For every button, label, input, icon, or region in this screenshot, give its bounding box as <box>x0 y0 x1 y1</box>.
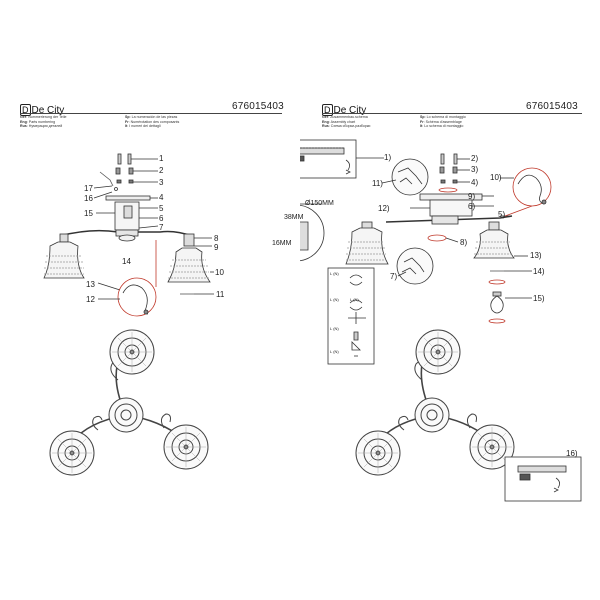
wiring-panel <box>327 267 375 365</box>
part-label: 16 <box>84 194 93 203</box>
step-label: 2) <box>471 154 479 163</box>
screw-icon <box>117 153 132 165</box>
legend-line: Rus: Нумерация деталей <box>20 124 63 129</box>
brand-name: De City <box>333 104 367 116</box>
legend-line: Ger: Nummerierung der Teile <box>20 115 67 119</box>
step-label: 11) <box>372 179 383 188</box>
product-code: 676015403 <box>232 101 284 112</box>
step-label: 9) <box>468 192 476 201</box>
part-label: 13 <box>86 280 95 289</box>
assembly-diagram <box>300 139 582 502</box>
step-label: 4) <box>471 178 479 187</box>
step-label: 8) <box>460 238 468 247</box>
step-label: 5) <box>498 210 506 219</box>
legend-line: Sp: La numeración de las piezas <box>125 115 178 119</box>
part-label: 11 <box>216 290 225 299</box>
logo-mark: D <box>20 104 31 116</box>
legend-line: It: I numeri dei dettagli <box>125 124 161 129</box>
dimension-diameter: Ø150MM <box>305 200 334 207</box>
legend-left: Ger: Nummerierung der Teile Eng: Parts n… <box>20 115 67 129</box>
part-label: 9 <box>214 243 219 252</box>
top-view-drawing <box>355 329 515 476</box>
logo-mark: D <box>322 104 333 116</box>
bulb-icon <box>490 291 504 314</box>
part-label: 10 <box>215 268 224 277</box>
part-label: 3 <box>159 178 164 187</box>
legend-right: Sp: Lo schema di montaggio Fr: Schéma d'… <box>420 115 466 129</box>
assembly-chart-page: D De City 676015403 Ger: Zusammenbau.sch… <box>300 0 600 600</box>
parts-numbering-page: D De City 676015403 Ger: Nummerierung de… <box>20 101 284 476</box>
wire-label: L (N) <box>330 297 339 302</box>
legend-line: Rus: Схема сборки-разборки <box>322 124 371 129</box>
step-label: 16) <box>566 449 578 458</box>
legend-line: Fr: Numérotation des composants <box>125 119 180 124</box>
legend-left: Ger: Zusammenbau.schema Eng: Assembly ch… <box>322 115 370 129</box>
part-label: 12 <box>86 295 95 304</box>
wire-label: L (N) <box>330 349 339 354</box>
part-label: 6 <box>159 214 164 223</box>
step-label: 6) <box>468 202 476 211</box>
wire-label: L (N) <box>330 326 339 331</box>
dowel-icon <box>115 167 134 175</box>
parts-diagram <box>43 153 214 476</box>
part-label: 1 <box>159 154 164 163</box>
legend-line: Eng: Parts numbering <box>20 119 56 124</box>
top-view-drawing <box>49 329 209 476</box>
ceiling-inset-16 <box>504 456 582 502</box>
product-code: 676015403 <box>526 101 578 112</box>
dimension-height: 38MM <box>284 214 304 221</box>
wire-label: L (N) <box>330 271 339 276</box>
step-label: 10) <box>490 173 502 182</box>
dimension-inset <box>300 203 325 262</box>
step-label: 7) <box>390 272 398 281</box>
legend-line: Fr: Schéma d'assemblage <box>420 119 462 124</box>
step-label: 14) <box>533 267 545 276</box>
part-label: 14 <box>122 257 131 266</box>
brand-logo: D De City <box>322 104 366 116</box>
nut-icon <box>116 179 134 184</box>
part-label: 17 <box>84 184 93 193</box>
header-divider <box>20 113 282 114</box>
legend-line: Eng: Assembly chart <box>322 119 356 124</box>
step-label: 12) <box>378 204 390 213</box>
step-label: 3) <box>471 165 479 174</box>
legend-right: Sp: La numeración de las piezas Fr: Numé… <box>125 115 179 129</box>
brand-name: De City <box>31 104 65 116</box>
part-label: 7 <box>159 223 164 232</box>
part-label: 5 <box>159 204 164 213</box>
part-label: 2 <box>159 166 164 175</box>
legend-line: It: Lo schema di montaggio <box>420 124 464 129</box>
step-label: 1) <box>384 153 392 162</box>
header-divider <box>322 113 582 114</box>
part-label: 15 <box>84 209 93 218</box>
step-label: 13) <box>530 251 542 260</box>
part-label: 8 <box>214 234 219 243</box>
step-label: 15) <box>533 294 545 303</box>
brand-logo: D De City <box>20 104 64 116</box>
drill-inset <box>300 139 357 179</box>
wire-label: L (N) <box>350 297 359 302</box>
dimension-depth: 16MM <box>272 240 292 247</box>
legend-line: Sp: Lo schema di montaggio <box>420 115 466 119</box>
legend-line: Ger: Zusammenbau.schema <box>322 115 368 119</box>
part-label: 4 <box>159 193 164 202</box>
